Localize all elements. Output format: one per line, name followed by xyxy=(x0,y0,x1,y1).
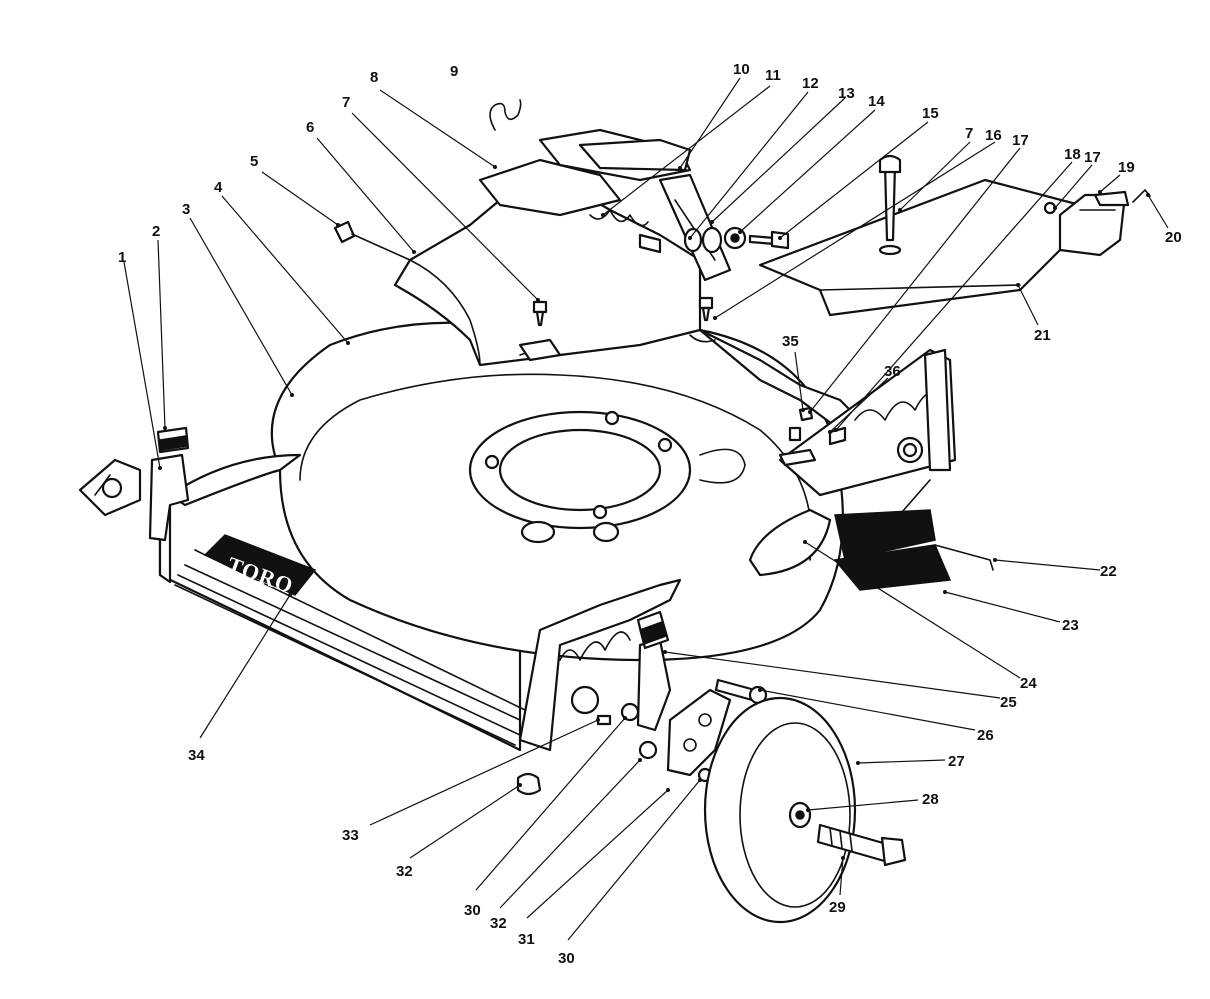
callout-4: 4 xyxy=(214,179,223,196)
callout-26: 26 xyxy=(977,727,994,744)
callout-24: 24 xyxy=(1020,675,1037,692)
callout-32b: 32 xyxy=(490,915,507,932)
callout-9: 9 xyxy=(450,63,458,80)
callout-29: 29 xyxy=(829,899,846,916)
callout-10: 10 xyxy=(733,61,750,78)
callout-25: 25 xyxy=(1000,694,1017,711)
callout-19: 19 xyxy=(1118,159,1135,176)
left-height-adjuster xyxy=(78,426,190,542)
callout-31: 31 xyxy=(518,931,535,948)
callout-15: 15 xyxy=(922,105,939,122)
callout-30a: 30 xyxy=(464,902,481,919)
callout-28: 28 xyxy=(922,791,939,808)
callout-17a: 17 xyxy=(1012,132,1029,149)
callout-21: 21 xyxy=(1034,327,1051,344)
rear-deflector xyxy=(758,154,1082,317)
callout-33: 33 xyxy=(342,827,359,844)
callout-8: 8 xyxy=(370,69,378,86)
callout-7a: 7 xyxy=(342,94,350,111)
right-height-adjuster xyxy=(516,578,768,796)
callout-6: 6 xyxy=(306,119,314,136)
callout-7b: 7 xyxy=(965,125,973,142)
leader-lines xyxy=(123,77,1169,941)
callout-34: 34 xyxy=(188,747,205,764)
callout-20: 20 xyxy=(1165,229,1182,246)
callout-3: 3 xyxy=(182,201,190,218)
wheel-assembly xyxy=(703,696,907,924)
callout-labels: 1 2 3 4 5 6 7 8 9 10 11 12 13 14 15 7 16… xyxy=(118,61,1182,967)
callout-32a: 32 xyxy=(396,863,413,880)
callout-5: 5 xyxy=(250,153,258,170)
callout-23: 23 xyxy=(1062,617,1079,634)
callout-30b: 30 xyxy=(558,950,575,967)
hinge-bracket xyxy=(1043,190,1130,257)
callout-2: 2 xyxy=(152,223,160,240)
callout-1: 1 xyxy=(118,249,126,266)
top-hardware xyxy=(333,99,1151,327)
callout-17b: 17 xyxy=(1084,149,1101,166)
callout-12: 12 xyxy=(802,75,819,92)
callout-22: 22 xyxy=(1100,563,1117,580)
mower-deck xyxy=(158,313,957,752)
callout-13: 13 xyxy=(838,85,855,102)
discharge-flap xyxy=(833,479,994,591)
callout-36: 36 xyxy=(884,363,901,380)
callout-35: 35 xyxy=(782,333,799,350)
callout-16: 16 xyxy=(985,127,1002,144)
callout-14: 14 xyxy=(868,93,885,110)
callout-11: 11 xyxy=(765,67,781,84)
callout-18: 18 xyxy=(1064,146,1081,163)
callout-27: 27 xyxy=(948,753,965,770)
